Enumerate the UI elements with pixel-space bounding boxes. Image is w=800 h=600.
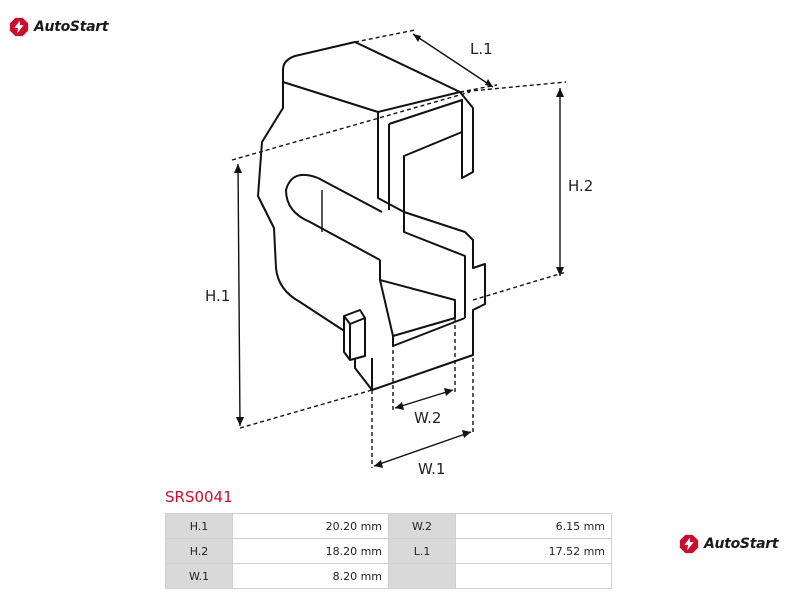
h1-arrow bbox=[237, 163, 241, 427]
spec-key: L.1 bbox=[388, 538, 456, 564]
l1-label: L.1 bbox=[470, 40, 493, 58]
w2-label: W.2 bbox=[414, 409, 441, 427]
w1-arrow bbox=[373, 431, 472, 467]
spec-key: H.1 bbox=[165, 513, 233, 539]
table-row: H.1 20.20 mm W.2 6.15 mm bbox=[165, 513, 612, 539]
part-drawing: L.1 H.2 H.1 W.2 W.1 bbox=[205, 29, 593, 478]
w2-arrow bbox=[394, 389, 454, 409]
spec-key: W.1 bbox=[165, 563, 233, 589]
h1-label: H.1 bbox=[205, 287, 230, 305]
part-code: SRS0041 bbox=[165, 488, 233, 506]
spec-key: W.2 bbox=[388, 513, 456, 539]
part-outline bbox=[257, 41, 486, 391]
spec-key: H.2 bbox=[165, 538, 233, 564]
autostart-logo-icon bbox=[9, 17, 29, 37]
spec-value: 6.15 mm bbox=[455, 513, 612, 539]
l1-arrow bbox=[412, 33, 494, 88]
h2-label: H.2 bbox=[568, 177, 593, 195]
spec-value: 20.20 mm bbox=[232, 513, 389, 539]
spec-value bbox=[455, 563, 612, 589]
brand-name: AutoStart bbox=[704, 536, 779, 552]
spec-value: 8.20 mm bbox=[232, 563, 389, 589]
brand-name: AutoStart bbox=[34, 19, 109, 35]
table-row: H.2 18.20 mm L.1 17.52 mm bbox=[165, 538, 612, 564]
table-row: W.1 8.20 mm bbox=[165, 563, 612, 589]
spec-table: H.1 20.20 mm W.2 6.15 mm H.2 18.20 mm L.… bbox=[165, 513, 612, 589]
brand-logo-bottom: AutoStart bbox=[678, 533, 779, 555]
spec-value: 18.20 mm bbox=[232, 538, 389, 564]
dimension-arrows bbox=[237, 33, 561, 467]
autostart-logo-icon bbox=[679, 534, 699, 554]
dimension-lines bbox=[231, 29, 567, 468]
spec-key bbox=[388, 563, 456, 589]
brand-logo-top: AutoStart bbox=[8, 16, 109, 38]
arrow-heads bbox=[234, 34, 564, 468]
w1-label: W.1 bbox=[418, 460, 445, 478]
spec-value: 17.52 mm bbox=[455, 538, 612, 564]
